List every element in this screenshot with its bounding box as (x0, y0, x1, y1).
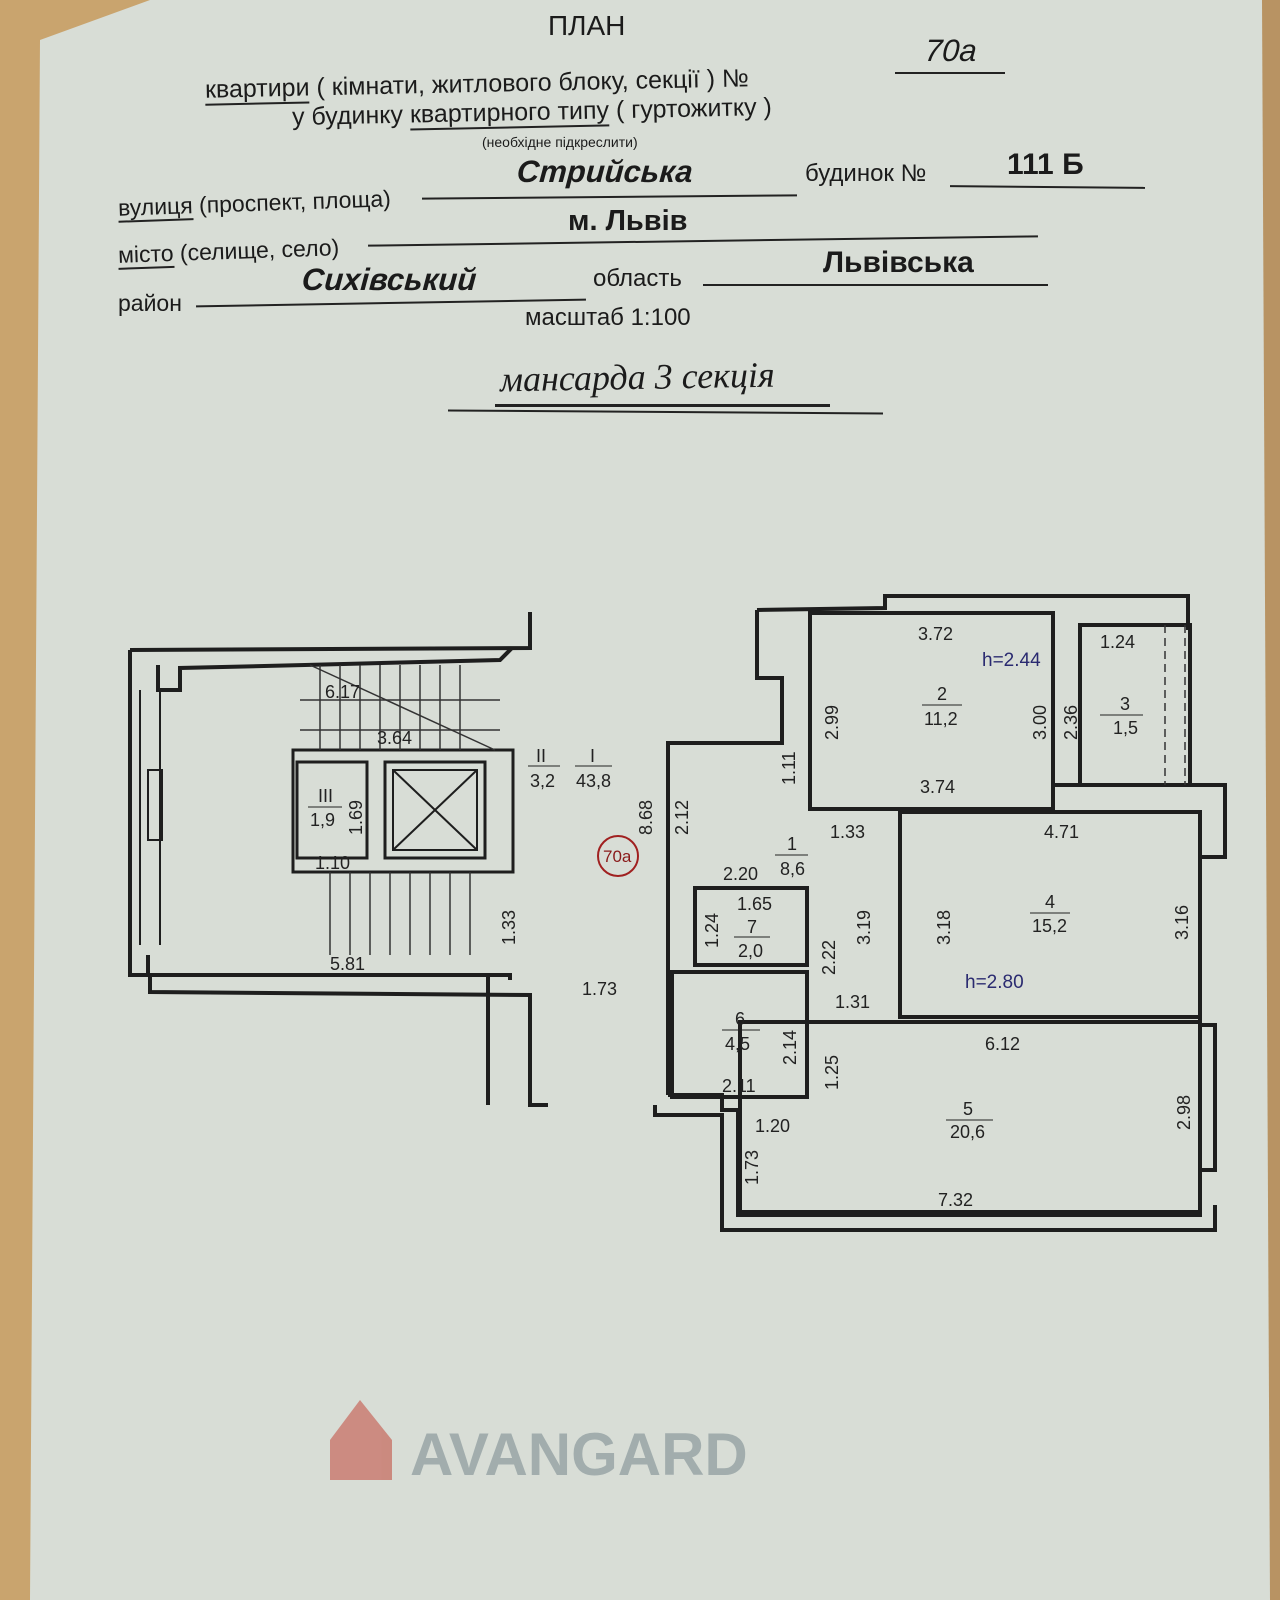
city-value: м. Львів (568, 205, 688, 237)
dim-label: 1.20 (755, 1116, 790, 1136)
room-area: 8,6 (780, 859, 805, 879)
dim-label: 2.11 (722, 1076, 756, 1096)
room-number: 5 (963, 1099, 973, 1119)
room-number: III (318, 786, 333, 806)
underline-note: (необхідне підкреслити) (482, 134, 638, 150)
room-number: 7 (747, 917, 757, 937)
dim-label: 3.16 (1172, 905, 1192, 940)
dim-label: 1.24 (1100, 632, 1135, 652)
dim-label: 1.11 (779, 751, 799, 785)
room-number: 3 (1120, 694, 1130, 714)
stairs (300, 664, 500, 955)
room-area: 1,9 (310, 810, 335, 830)
room-area: 43,8 (576, 771, 611, 791)
dim-label: 3.18 (934, 910, 954, 945)
room-area: 2,0 (738, 941, 763, 961)
room-area: 11,2 (924, 709, 958, 729)
dim-label: 1.25 (822, 1055, 842, 1090)
dim-label: 2.36 (1061, 705, 1081, 740)
region-label: область (593, 265, 682, 292)
dim-label: 2.98 (1174, 1095, 1194, 1130)
dim-label: 3.00 (1030, 705, 1050, 740)
dim-label: 2.14 (780, 1030, 800, 1065)
scale-label: масштаб 1:100 (525, 304, 691, 331)
dim-label: 1.24 (702, 913, 722, 948)
room-area: 1,5 (1113, 718, 1138, 738)
dim-label: 1.10 (315, 853, 350, 873)
dim-label: 6.12 (985, 1034, 1020, 1054)
room-number: 6 (735, 1009, 745, 1029)
dim-label: 8.68 (636, 800, 656, 835)
apartment-marker: 70а (603, 847, 632, 866)
dim-label: 1.65 (737, 894, 772, 914)
ceiling-height: h=2.44 (982, 650, 1041, 671)
dim-label: 1.31 (835, 992, 870, 1012)
dim-label: 1.69 (346, 800, 366, 835)
watermark-text: AVANGARD (410, 1421, 748, 1488)
room-area: 3,2 (530, 771, 555, 791)
dim-label: 4.71 (1044, 822, 1079, 842)
room-number: 2 (937, 684, 947, 704)
dim-label: 2.20 (723, 864, 758, 884)
house-label: будинок № (805, 160, 927, 187)
dim-label: 1.33 (830, 822, 865, 842)
dim-label: 1.73 (742, 1150, 762, 1185)
avangard-watermark: AVANGARD (330, 1400, 748, 1488)
room-area: 15,2 (1032, 916, 1067, 936)
document-title: ПЛАН (548, 10, 626, 41)
watermark-logo-icon (330, 1400, 392, 1480)
room-number: 4 (1045, 892, 1055, 912)
dim-label: 6.17 (325, 682, 360, 702)
dim-label: 2.12 (672, 800, 692, 835)
dim-label: 3.64 (377, 728, 412, 748)
dim-label: 5.81 (330, 954, 365, 974)
apartment-marker-circle (597, 835, 639, 877)
apartment-walls (653, 594, 1227, 1232)
room-number: II (536, 746, 546, 766)
room-area: 20,6 (950, 1122, 985, 1142)
room-number: 1 (787, 834, 797, 854)
dim-label: 3.74 (920, 777, 955, 797)
dim-label: 2.22 (819, 940, 839, 975)
dim-label: 1.33 (499, 910, 519, 945)
dim-label: 2.99 (822, 705, 842, 740)
dim-label: 3.19 (854, 910, 874, 945)
stair-block-walls (128, 612, 548, 1107)
room-number: I (590, 746, 595, 766)
district-label: район (118, 290, 182, 316)
dim-label: 7.32 (938, 1190, 973, 1210)
dim-label: 3.72 (918, 624, 953, 644)
ceiling-height: h=2.80 (965, 972, 1024, 993)
region-value: Львівська (823, 246, 974, 279)
balcony-dash-lines (1164, 625, 1186, 785)
house-number: 111 Б (1007, 148, 1084, 181)
dim-label: 1.73 (582, 979, 617, 999)
room-area: 4,5 (725, 1034, 750, 1054)
